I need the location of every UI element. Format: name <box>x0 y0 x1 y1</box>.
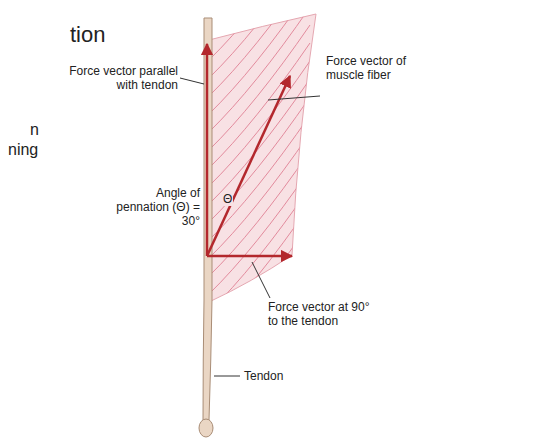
angle-label: Angle of pennation (Θ) = 30° <box>110 186 200 228</box>
slide-fragment: ning <box>8 140 38 159</box>
fiber-stroke <box>209 0 310 96</box>
vector-label: Force vector parallel with tendon <box>58 64 178 92</box>
angle-symbol: Θ <box>222 192 233 206</box>
slide-fragment: n <box>30 120 39 139</box>
tendon-band <box>203 18 212 420</box>
fiber-stroke <box>209 169 310 294</box>
tendon-insertion <box>199 419 213 437</box>
leader-line <box>268 96 320 100</box>
leader-line <box>180 78 204 84</box>
fiber-stroke <box>209 133 310 258</box>
vector-label: Force vector at 90° to the tendon <box>268 300 382 328</box>
part-label: Tendon <box>244 369 283 383</box>
slide-fragment: tion <box>70 22 105 48</box>
fiber-stroke <box>209 0 310 114</box>
vector-label: Force vector of muscle fiber <box>326 54 434 82</box>
fiber-stroke <box>209 97 310 222</box>
parallel-vector <box>206 44 209 256</box>
muscle-belly <box>209 14 316 302</box>
fiber-stroke <box>209 223 310 348</box>
fiber-stroke <box>209 7 310 132</box>
fiber-stroke <box>209 0 310 60</box>
fiber-stroke <box>209 25 310 150</box>
fiber-stroke <box>209 313 310 438</box>
perpendicular-vector <box>207 255 292 258</box>
fiber-stroke <box>209 187 310 312</box>
leader-line <box>252 262 270 298</box>
fiber-vector <box>207 76 290 256</box>
fiber-stroke <box>209 277 310 402</box>
leader-line <box>214 376 240 377</box>
fiber-stroke <box>209 43 310 168</box>
fiber-stroke <box>209 61 310 186</box>
